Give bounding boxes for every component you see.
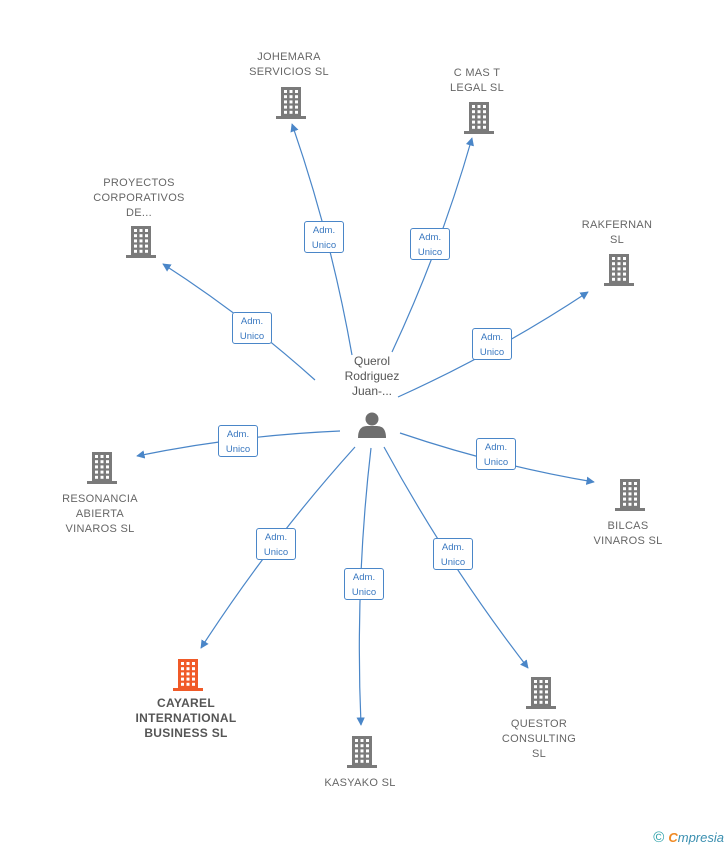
building-icon[interactable] [526, 677, 556, 709]
building-icon[interactable] [604, 254, 634, 286]
brand-logo-initial: C [668, 830, 678, 845]
relation-badge-resonancia: Adm. Unico [218, 425, 258, 457]
building-icon[interactable] [87, 452, 117, 484]
building-icon[interactable] [126, 226, 156, 258]
company-label-rakfernan[interactable]: RAKFERNAN SL [581, 219, 653, 246]
relation-badge-cayarel: Adm. Unico [256, 528, 296, 560]
relation-badge-proyectos: Adm. Unico [232, 312, 272, 344]
company-label-johemara[interactable]: JOHEMARA SERVICIOS SL [249, 51, 329, 78]
building-icon[interactable] [276, 87, 306, 119]
company-label-kasyako[interactable]: KASYAKO SL [324, 777, 396, 789]
relation-badge-cmast: Adm. Unico [410, 228, 450, 260]
relation-badge-rakfernan: Adm. Unico [472, 328, 512, 360]
company-label-resonancia[interactable]: RESONANCIA ABIERTA VINAROS SL [62, 493, 138, 535]
relation-badge-questor: Adm. Unico [433, 538, 473, 570]
company-label-proyectos[interactable]: PROYECTOS CORPORATIVOS DE... [93, 177, 185, 219]
brand-logo-text: mpresia [677, 830, 724, 845]
company-label-bilcas[interactable]: BILCAS VINAROS SL [593, 520, 663, 547]
building-icon[interactable] [347, 736, 377, 768]
relation-badge-bilcas: Adm. Unico [476, 438, 516, 470]
building-icon[interactable] [173, 659, 203, 691]
building-icon[interactable] [464, 102, 494, 134]
center-person-name[interactable]: Querol Rodriguez Juan-... [344, 354, 400, 398]
company-label-cayarel[interactable]: CAYAREL INTERNATIONAL BUSINESS SL [135, 696, 237, 740]
company-label-cmast[interactable]: C MAS T LEGAL SL [450, 67, 504, 94]
building-icon[interactable] [615, 479, 645, 511]
relation-badge-johemara: Adm. Unico [304, 221, 344, 253]
company-label-questor[interactable]: QUESTOR CONSULTING SL [501, 718, 577, 760]
copyright-icon: © [653, 829, 665, 846]
relation-badge-kasyako: Adm. Unico [344, 568, 384, 600]
person-icon[interactable] [358, 412, 386, 439]
